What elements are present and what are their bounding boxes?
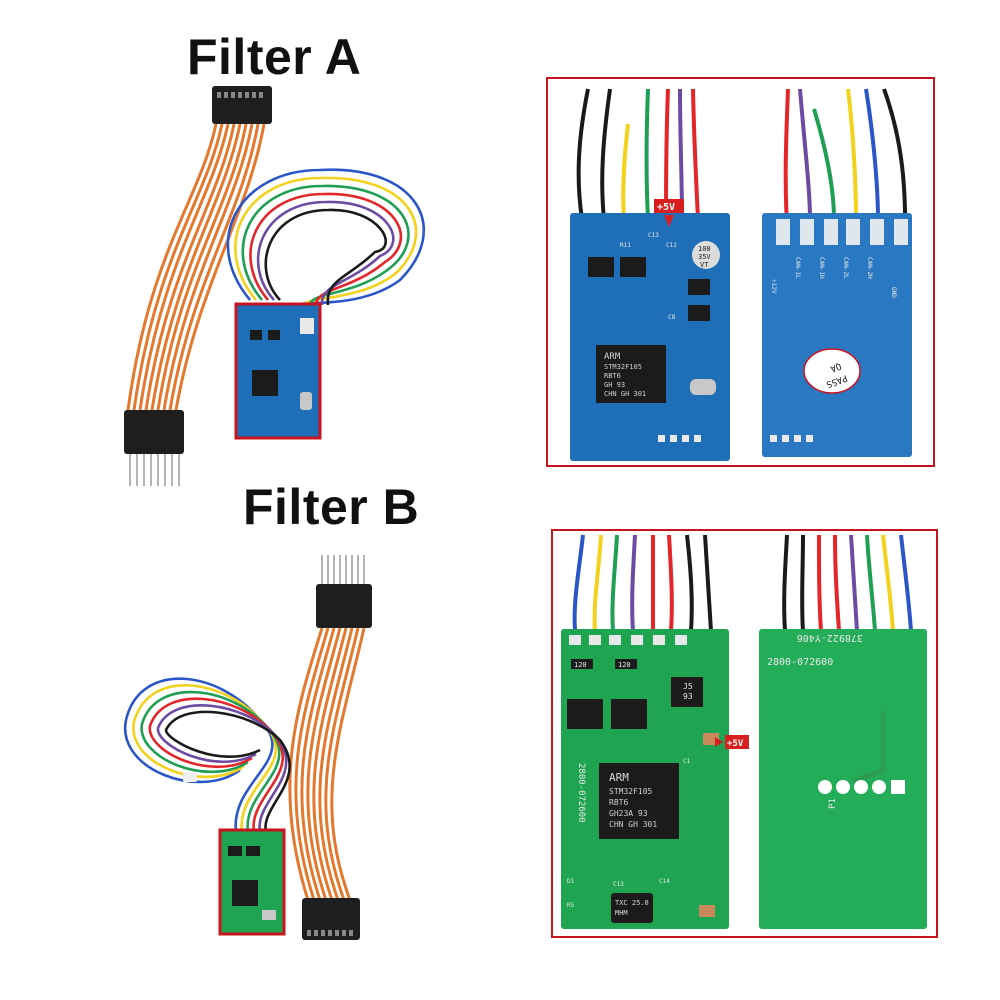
- filter-b-chip-line-4: GH23A 93: [609, 809, 648, 818]
- filter-a-cap-line-1: 100: [698, 245, 711, 253]
- filter-b-chip-line-2: STM32F105: [609, 787, 653, 796]
- filter-b-comp-d1: D1: [567, 878, 575, 885]
- filter-b-crystal-line-2: MHM: [615, 909, 628, 917]
- filter-a-comp-r11: R11: [620, 242, 631, 249]
- filter-b-back-wires: [782, 534, 913, 632]
- filter-b-regulator-line-1: J5: [683, 682, 693, 691]
- filter-a-pin-12v: +12V: [770, 279, 777, 294]
- filter-b-board-front: 120 120 J5 93 ARM STM32F105 RBT6 GH23A 9…: [561, 629, 749, 929]
- filter-b-plus5v-arrow-icon: [715, 737, 723, 747]
- filter-a-cap-line-3: VT: [700, 261, 709, 269]
- filter-a-closeup-panel: ARM STM32F105 RBT6 GH 93 CHN GH 301 100 …: [546, 77, 935, 467]
- filter-a-pin-can1l: CAN-1L: [794, 257, 801, 279]
- filter-b-front-wires: [572, 534, 713, 632]
- filter-a-orange-ribbon: [126, 123, 266, 411]
- filter-b-resistor-1: 120: [574, 661, 587, 669]
- filter-b-wire-loop: [123, 677, 291, 833]
- filter-a-bottom-connector: [124, 410, 184, 486]
- filter-a-board-front: ARM STM32F105 RBT6 GH 93 CHN GH 301 100 …: [570, 199, 730, 461]
- filter-a-comp-c12: C12: [666, 242, 677, 249]
- filter-a-cable-photo: [124, 86, 426, 486]
- filter-a-wire-loop: [226, 168, 426, 307]
- filter-a-closeup-photo: ARM STM32F105 RBT6 GH 93 CHN GH 301 100 …: [570, 88, 912, 461]
- filter-b-chip-line-3: RBT6: [609, 798, 628, 807]
- filter-a-pin-can1h: CAN-1H: [818, 257, 825, 279]
- filter-b-cable-tie: [183, 772, 197, 782]
- filter-b-back-pad-label: P1: [828, 798, 838, 809]
- filter-a-comp-c8: C8: [668, 314, 676, 321]
- filter-b-green-board: [218, 828, 286, 936]
- filter-a-pin-gnd: GND: [890, 287, 897, 298]
- filter-b-closeup-panel: 120 120 J5 93 ARM STM32F105 RBT6 GH23A 9…: [551, 529, 938, 938]
- filter-a-board-back: +12V CAN-1L CAN-1H CAN-2L CAN-2H GND PAS…: [762, 213, 912, 457]
- filter-a-title: Filter A: [187, 29, 362, 85]
- filter-a-plus5v-arrow-icon: [664, 215, 674, 227]
- filter-b-back-batch-code: 378922-Y406: [797, 632, 863, 643]
- filter-b-comp-c13: C13: [613, 881, 624, 888]
- filter-a-pin-can2h: CAN-2H: [866, 257, 873, 279]
- filter-b-bottom-connector: [302, 898, 360, 940]
- filter-a-blue-board: [234, 302, 322, 440]
- filter-b-resistor-2: 120: [618, 661, 631, 669]
- filter-b-chip-line-5: CHN GH 301: [609, 820, 657, 829]
- filter-b-closeup-photo: 120 120 J5 93 ARM STM32F105 RBT6 GH23A 9…: [561, 534, 927, 929]
- filter-a-chip-line-1: ARM: [604, 352, 621, 362]
- filter-b-comp-r5: R5: [567, 902, 575, 909]
- filter-b-cable-photo: [123, 555, 372, 940]
- filter-a-plus5v-badge: +5V: [657, 202, 675, 213]
- filter-b-board-back: 378922-Y406 2800-072600 P1: [759, 629, 927, 929]
- filter-b-title: Filter B: [243, 479, 420, 535]
- filter-b-back-board-id: 2800-072600: [767, 657, 833, 668]
- filter-b-top-connector: [316, 555, 372, 628]
- filter-b-comp-c14: C14: [659, 878, 670, 885]
- filter-a-chip-line-4: GH 93: [604, 381, 625, 389]
- filter-a-pin-can2l: CAN-2L: [842, 257, 849, 279]
- filter-a-comp-c13: C13: [648, 232, 659, 239]
- filter-a-sticker-qa: QA: [828, 360, 842, 373]
- filter-a-top-connector: [212, 86, 272, 124]
- filter-a-chip-line-5: CHN GH 301: [604, 390, 646, 398]
- filter-b-comp-c1: C1: [683, 758, 691, 765]
- filter-a-chip-line-2: STM32F105: [604, 363, 642, 371]
- filter-a-cap-line-2: 35V: [698, 253, 711, 261]
- filter-b-plus5v-badge: +5V: [727, 739, 744, 749]
- filter-b-regulator-line-2: 93: [683, 692, 693, 701]
- filter-b-chip-line-1: ARM: [609, 771, 629, 784]
- filter-b-crystal-line-1: TXC 25.0: [615, 899, 649, 907]
- filter-b-front-board-id: 2800-072600: [576, 763, 586, 823]
- filter-a-chip-line-3: RBT6: [604, 372, 621, 380]
- filter-b-orange-ribbon: [288, 627, 366, 901]
